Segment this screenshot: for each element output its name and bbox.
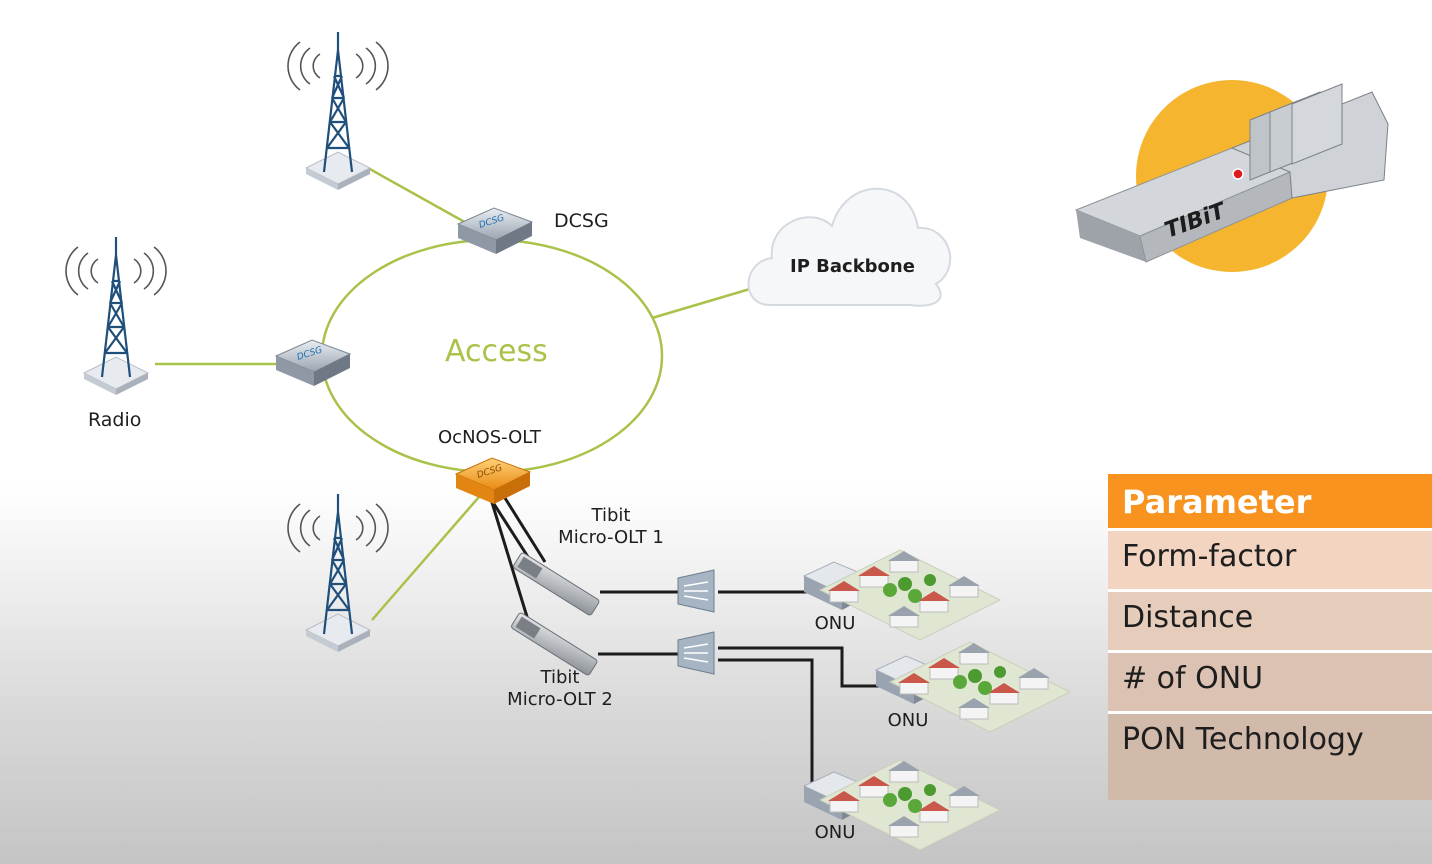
tibit-micro-olt-product-image: TIBiT	[1074, 80, 1389, 272]
micro-olt-1-model: Micro-OLT 1	[558, 527, 664, 548]
ocnos-olt-icon: DCSG	[454, 457, 532, 504]
micro-olt-2-label: Tibit Micro-OLT 2	[507, 667, 613, 711]
dcsg-router-icon: DCSG	[456, 207, 534, 254]
optical-splitter-icon	[677, 569, 715, 613]
dcsg-label: DCSG	[554, 210, 609, 232]
ip-backbone-label: IP Backbone	[790, 256, 915, 277]
micro-olt-sfp-icon	[511, 612, 598, 676]
radio-tower-icon	[286, 30, 390, 192]
parameter-row: Form-factor	[1108, 531, 1432, 592]
radio-label: Radio	[88, 409, 142, 431]
micro-olt-sfp-icon	[513, 552, 600, 616]
parameter-table: Parameter Form-factor Distance # of ONU …	[1108, 474, 1432, 800]
onu-label: ONU	[814, 822, 856, 843]
parameter-row: PON Technology	[1108, 714, 1432, 800]
optical-splitter-icon	[677, 631, 715, 675]
micro-olt-2-brand: Tibit	[540, 667, 580, 688]
ocnos-olt-label: OcNOS-OLT	[438, 427, 541, 448]
radio-tower-icon	[286, 492, 390, 654]
parameter-row: Distance	[1108, 592, 1432, 653]
parameter-row: # of ONU	[1108, 653, 1432, 714]
micro-olt-1-brand: Tibit	[591, 505, 631, 526]
onu-label: ONU	[814, 613, 856, 634]
ip-backbone-cloud-icon	[747, 187, 952, 307]
access-ring-label: Access	[445, 334, 548, 369]
micro-olt-2-model: Micro-OLT 2	[507, 689, 613, 710]
micro-olt-1-label: Tibit Micro-OLT 1	[558, 505, 664, 549]
radio-tower-icon	[64, 235, 168, 397]
onu-label: ONU	[887, 710, 929, 731]
parameter-table-header: Parameter	[1108, 474, 1432, 531]
dcsg-router-icon: DCSG	[274, 339, 352, 386]
